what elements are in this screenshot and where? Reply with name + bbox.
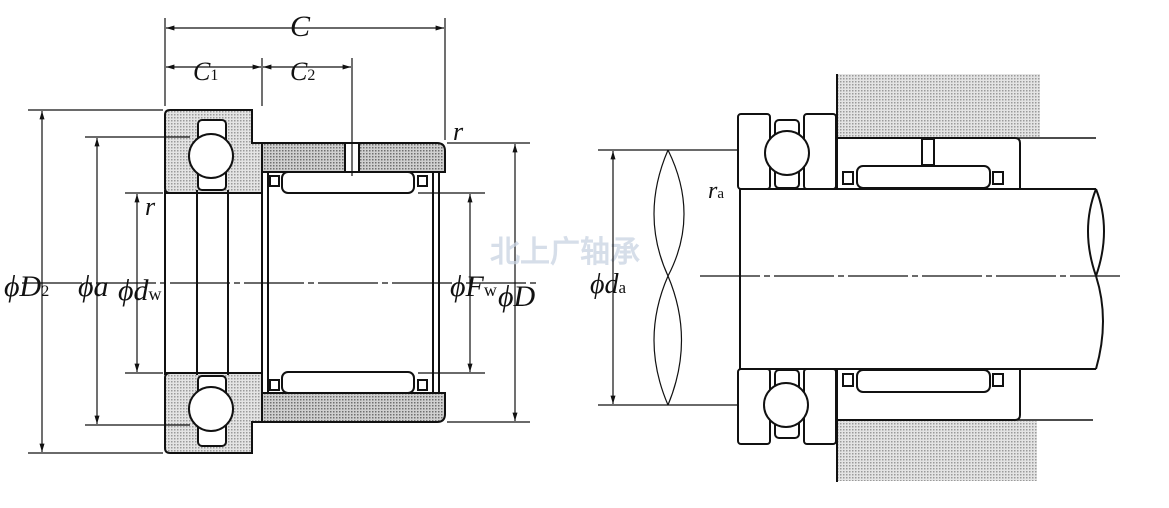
label-C1: C1 — [193, 57, 218, 86]
label-phi-D2: ϕD2 — [4, 270, 49, 303]
label-phi-D: ϕD — [498, 280, 536, 313]
right-dimension-lines — [610, 151, 1120, 404]
label-phi-a: ϕa — [78, 270, 109, 303]
label-r-left: r — [145, 192, 156, 221]
left-dimension-lines — [22, 18, 540, 454]
label-phi-da: ϕda — [590, 269, 627, 300]
left-bearing-section — [164, 109, 446, 454]
shaft — [598, 149, 1105, 406]
watermark: 北上广轴承 — [490, 235, 640, 270]
label-C2: C2 — [290, 57, 315, 86]
label-ra: ra — [708, 178, 724, 204]
label-phi-dw: ϕdw — [118, 274, 162, 307]
label-C: C — [290, 10, 311, 43]
housing — [836, 74, 1096, 482]
label-phi-Fw: ϕFw — [450, 270, 497, 303]
right-bearing-section — [737, 113, 1021, 445]
label-r-top: r — [453, 117, 464, 146]
